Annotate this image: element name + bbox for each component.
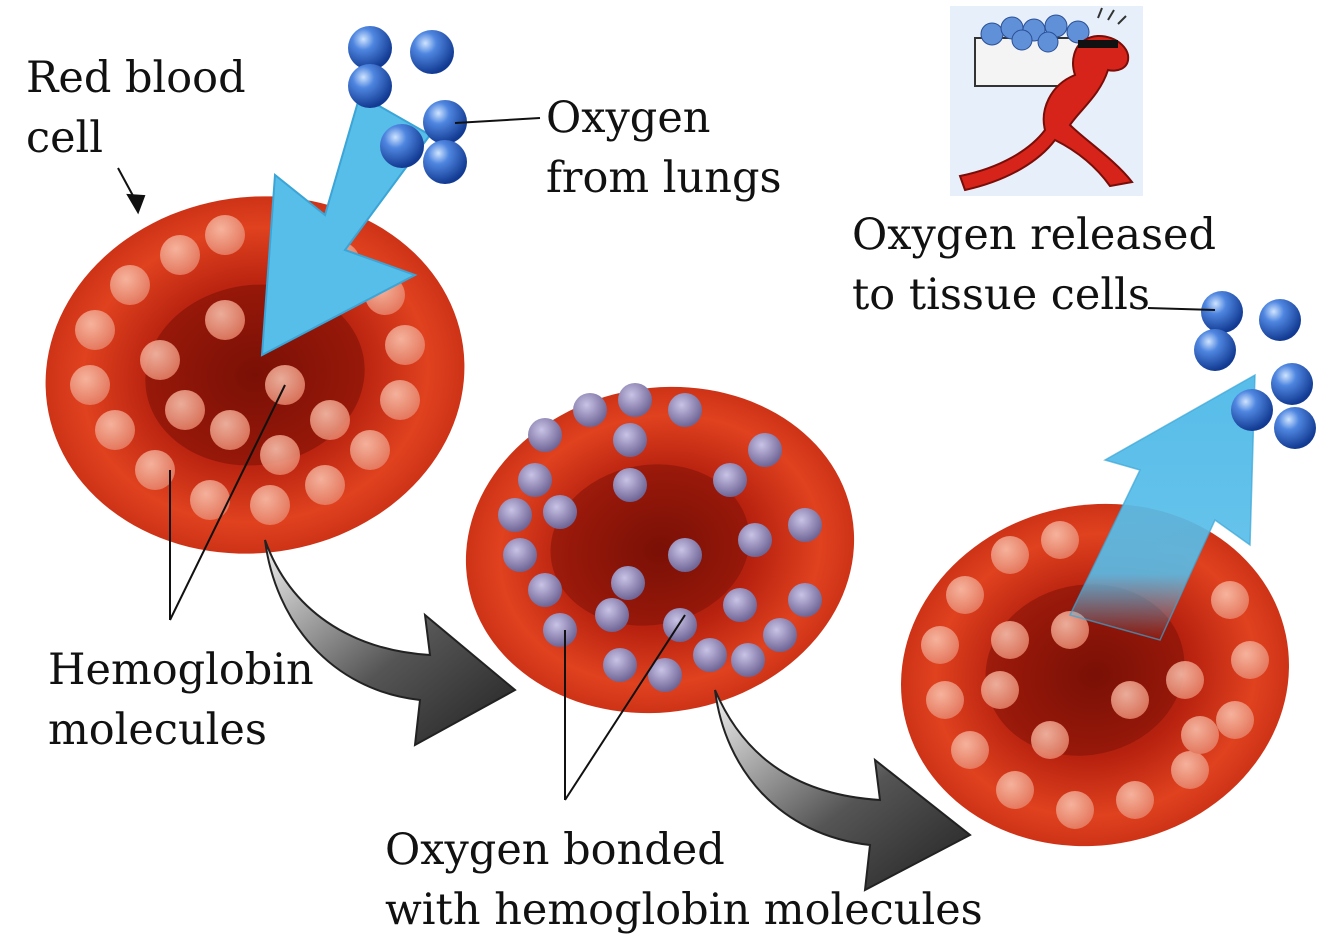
label-oxygen-from-lungs-line2: from lungs [546,148,782,208]
label-oxygen-released-line2: to tissue cells [852,265,1216,325]
label-red-blood-cell-line1: Red blood [26,48,246,108]
leader-rbc-arrowhead [128,195,144,212]
label-oxygen-bonded-line1: Oxygen bonded [385,820,983,880]
label-oxygen-released: Oxygen released to tissue cells [852,205,1216,325]
label-oxygen-from-lungs: Oxygen from lungs [546,88,782,208]
label-oxygen-bonded-line2: with hemoglobin molecules [385,880,983,940]
label-hemoglobin-line2: molecules [48,700,314,760]
label-oxygen-released-line1: Oxygen released [852,205,1216,265]
red-runner-carrying-tub-icon [950,6,1143,196]
label-red-blood-cell-line2: cell [26,108,246,168]
label-red-blood-cell: Red blood cell [26,48,246,168]
label-hemoglobin-molecules: Hemoglobin molecules [48,640,314,760]
label-hemoglobin-line1: Hemoglobin [48,640,314,700]
label-oxygen-from-lungs-line1: Oxygen [546,88,782,148]
leader-oxygen-in [455,118,540,123]
red-blood-cell-1 [22,170,487,581]
label-oxygen-bonded: Oxygen bonded with hemoglobin molecules [385,820,983,940]
